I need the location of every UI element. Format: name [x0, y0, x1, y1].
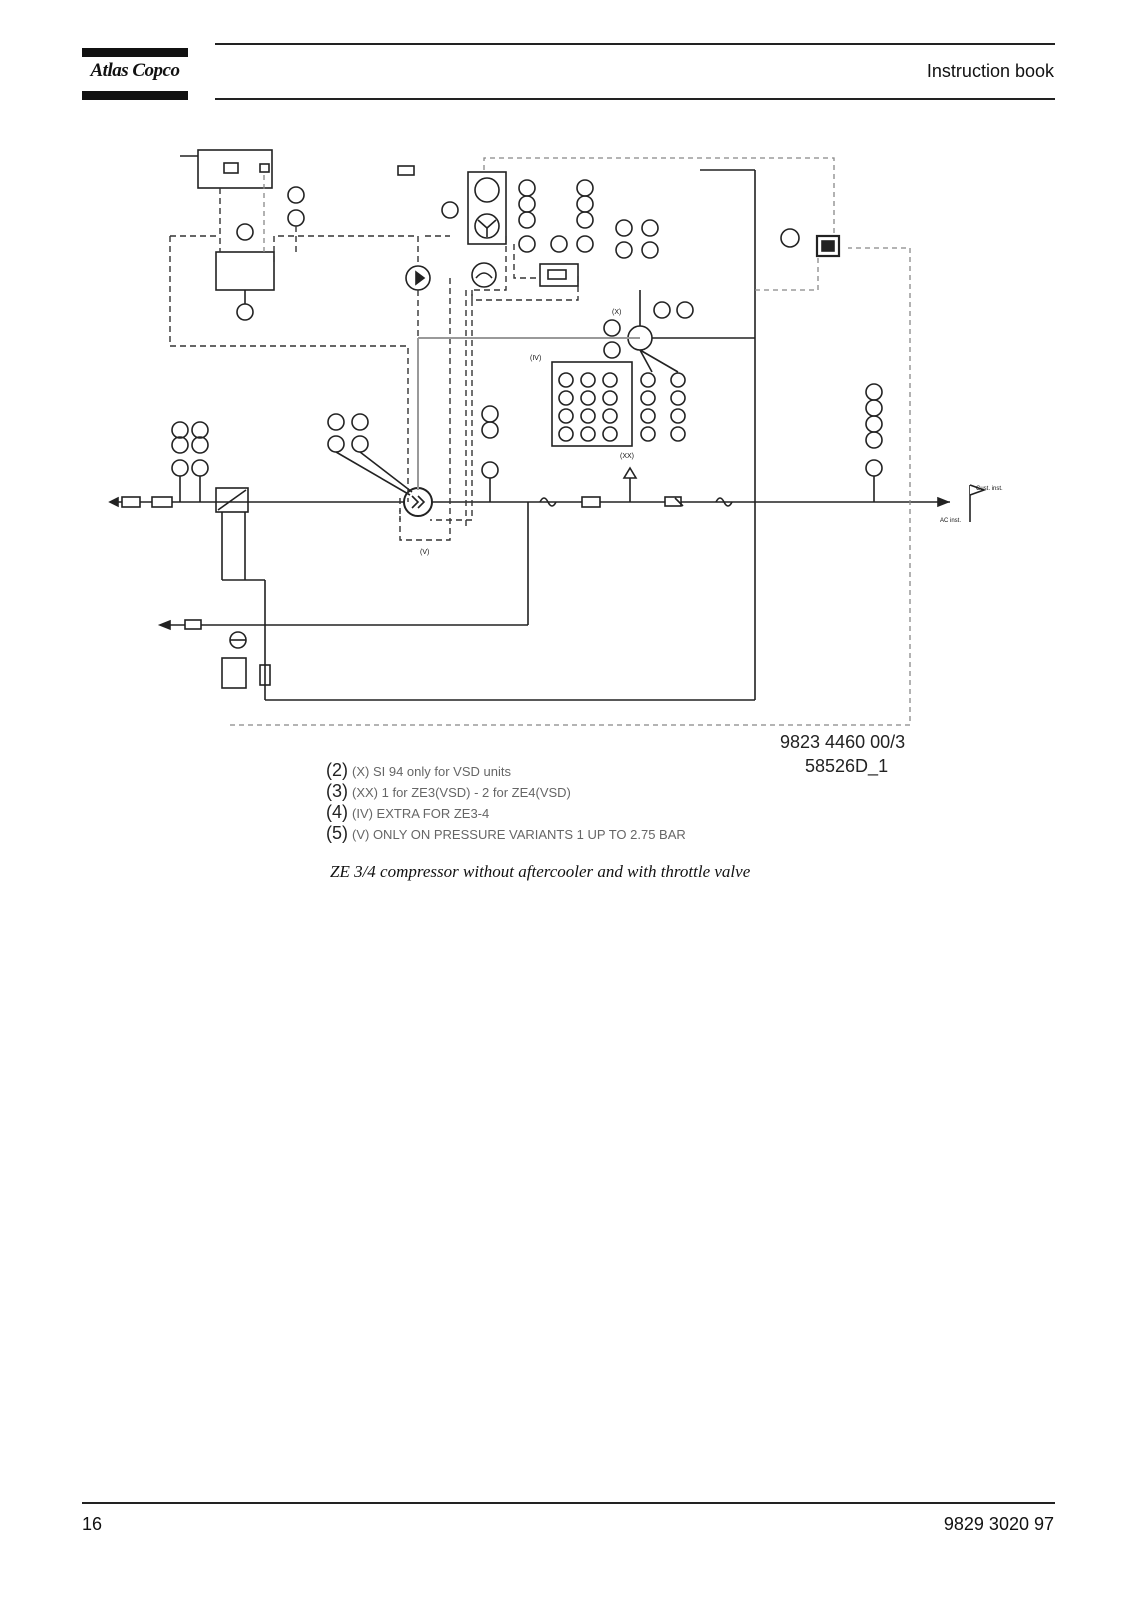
note-number: (3) — [326, 781, 348, 801]
page-number: 16 — [82, 1514, 103, 1534]
header-title: Instruction book — [926, 61, 1054, 81]
note-text: (XX) 1 for ZE3(VSD) - 2 for ZE4(VSD) — [352, 785, 571, 800]
drawing-ref: 58526D_1 — [805, 756, 889, 776]
label-v: (V) — [420, 549, 429, 556]
logo-bar-top — [82, 48, 188, 57]
label-x: (X) — [612, 309, 621, 316]
label-cust-inst: Cust. inst. — [976, 486, 1003, 492]
logo-bar-bottom — [82, 91, 188, 100]
outlet-arrow — [937, 496, 951, 508]
label-iv: (IV) — [530, 355, 541, 362]
logo-wordmark: Atlas Copco — [90, 60, 180, 81]
flow-diagram: (X) (IV) (XX) (V) Cust. inst. AC inst. — [108, 149, 1003, 726]
note-number: (4) — [326, 802, 348, 822]
note-number: (5) — [326, 823, 348, 843]
drawing-number: 9823 4460 00/3 — [780, 732, 906, 752]
atlas-copco-logo: Atlas Copco — [82, 48, 188, 100]
note-text: (X) SI 94 only for VSD units — [352, 764, 511, 779]
header-rule-bottom — [215, 98, 1055, 100]
label-xx: (XX) — [620, 453, 634, 460]
label-ac-inst: AC inst. — [940, 518, 961, 524]
diagram-notes: (2) (X) SI 94 only for VSD units (3) (XX) … — [326, 760, 686, 844]
note-item: (2) (X) SI 94 only for VSD units — [326, 760, 686, 781]
header-rule-top — [215, 43, 1055, 45]
note-text: (V) ONLY ON PRESSURE VARIANTS 1 UP TO 2.… — [352, 827, 686, 842]
figure-caption: ZE 3/4 compressor without aftercooler an… — [330, 862, 751, 881]
note-number: (2) — [326, 760, 348, 780]
note-item: (4) (IV) EXTRA FOR ZE3-4 — [326, 802, 686, 823]
footer-rule — [82, 1502, 1055, 1504]
note-item: (3) (XX) 1 for ZE3(VSD) - 2 for ZE4(VSD) — [326, 781, 686, 802]
note-text: (IV) EXTRA FOR ZE3-4 — [352, 806, 490, 821]
document-code: 9829 3020 97 — [943, 1514, 1054, 1534]
note-item: (5) (V) ONLY ON PRESSURE VARIANTS 1 UP TO… — [326, 823, 686, 844]
